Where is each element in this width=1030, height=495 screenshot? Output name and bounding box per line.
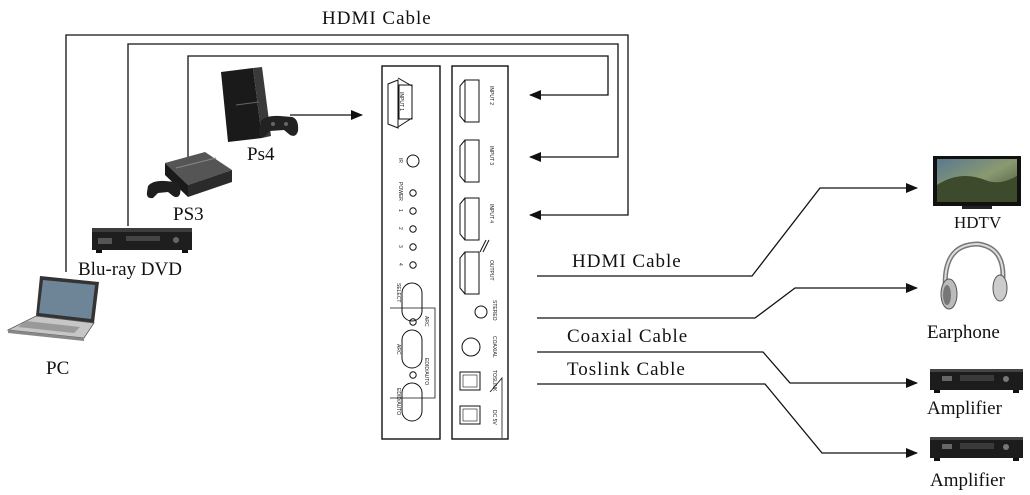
label-n4: 4 bbox=[397, 263, 403, 266]
label-select: SELECT bbox=[395, 283, 401, 302]
amplifier-label-2: Amplifier bbox=[930, 470, 1006, 491]
hdtv-label: HDTV bbox=[954, 213, 1002, 232]
label-edid1: EDID/AUTO bbox=[423, 358, 429, 385]
amplifier-icon-1 bbox=[930, 369, 1023, 393]
hdmi-cable-label-top: HDMI Cable bbox=[322, 8, 432, 29]
label-ir: IR bbox=[397, 158, 403, 163]
earphone-label: Earphone bbox=[927, 322, 1000, 343]
label-input3: INPUT 3 bbox=[488, 146, 494, 165]
label-power: POWER bbox=[397, 182, 403, 201]
label-toslink: TOSLINK bbox=[491, 370, 497, 392]
input-wires bbox=[65, 34, 629, 272]
wire-output-hdtv bbox=[537, 183, 918, 277]
pc-label: PC bbox=[46, 358, 69, 379]
pc-laptop-icon bbox=[6, 276, 99, 341]
ps3-label: PS3 bbox=[173, 204, 204, 225]
label-dc: DC 5V bbox=[491, 410, 497, 425]
label-n2: 2 bbox=[397, 227, 403, 230]
ps4-console-icon bbox=[221, 67, 299, 142]
wire-output-earphone bbox=[537, 283, 918, 319]
label-arc1: ARC bbox=[423, 316, 429, 327]
ps3-console-icon bbox=[146, 152, 232, 199]
earphone-icon bbox=[940, 241, 1008, 310]
amplifier-icon-2 bbox=[930, 437, 1023, 461]
label-coaxial: COAXIAL bbox=[491, 336, 497, 358]
wire-ps3-to-input2 bbox=[187, 55, 609, 164]
ps4-label: Ps4 bbox=[247, 144, 275, 165]
label-input1: INPUT 1 bbox=[398, 92, 404, 111]
bluray-player-icon bbox=[92, 228, 192, 253]
label-input4: INPUT 4 bbox=[488, 204, 494, 223]
hdtv-icon bbox=[933, 156, 1021, 209]
label-stereo: STEREO bbox=[491, 300, 497, 321]
output-wires bbox=[537, 183, 918, 458]
coaxial-cable-label: Coaxial Cable bbox=[567, 326, 688, 347]
switch-rear-panel: INPUT 2 INPUT 3 INPUT 4 OUTPUT STEREO CO… bbox=[451, 65, 509, 440]
amplifier-label-1: Amplifier bbox=[927, 398, 1003, 419]
switch-front-panel: INPUT 1 IR POWER 1 2 3 4 SELECT ARC ARC … bbox=[381, 65, 441, 440]
label-input2: INPUT 2 bbox=[488, 86, 494, 105]
hdmi-cable-label-output: HDMI Cable bbox=[572, 251, 682, 272]
wire-pc-to-input4 bbox=[65, 34, 629, 272]
wire-output-coaxial bbox=[537, 351, 918, 388]
wire-output-toslink bbox=[537, 383, 918, 458]
label-n1: 1 bbox=[397, 209, 403, 212]
bluray-label: Blu-ray DVD bbox=[78, 259, 182, 280]
label-arc2: ARC bbox=[395, 344, 401, 355]
toslink-cable-label: Toslink Cable bbox=[567, 359, 686, 380]
label-n3: 3 bbox=[397, 245, 403, 248]
label-output: OUTPUT bbox=[488, 260, 494, 281]
label-edid2: EDID/AUTO bbox=[395, 388, 401, 415]
wire-bluray-to-input3 bbox=[127, 43, 619, 226]
